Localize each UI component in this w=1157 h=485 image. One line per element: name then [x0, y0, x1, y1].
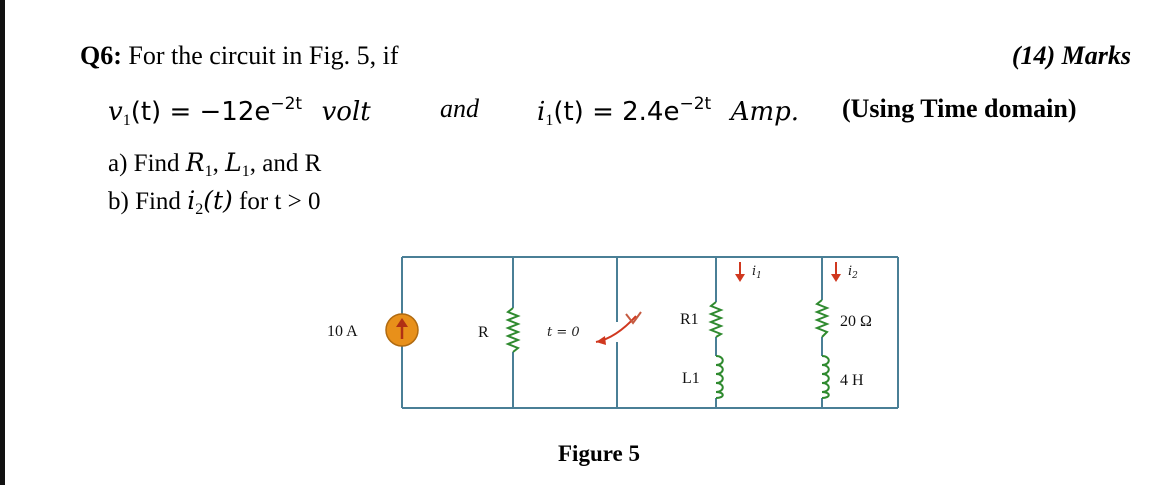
i1-expression: (t) = 2.4e	[553, 97, 680, 127]
given-v1-expression: v1(t) = −12e−2t volt	[108, 96, 371, 129]
question-marks: (14) Marks	[1011, 41, 1131, 70]
part-b-i2-sub: 2	[195, 201, 204, 218]
part-a: a) Find R1, L1, and R	[108, 150, 321, 180]
i1-symbol: i	[537, 97, 546, 127]
v1-expression: (t) = −12e	[130, 97, 271, 127]
i1-label: i1	[752, 264, 762, 281]
v1-subscript: 1	[122, 112, 131, 129]
part-a-l1-sub: 1	[241, 163, 250, 180]
v1-symbol: v	[108, 97, 123, 127]
figure-caption: Figure 5	[558, 441, 640, 466]
part-a-separator: ,	[212, 150, 219, 177]
circuit-wires	[401, 256, 899, 409]
source-label: 10 A	[327, 323, 358, 340]
i1-unit: Amp.	[730, 97, 800, 127]
current-source	[385, 313, 419, 347]
part-a-prefix: a) Find	[108, 150, 180, 177]
given-conjunction: and	[440, 94, 479, 123]
v1-exponent: −2t	[270, 94, 303, 114]
given-i1-expression: i1(t) = 2.4e−2t Amp.	[537, 96, 799, 129]
r-label: R	[478, 324, 489, 341]
i1-exponent: −2t	[679, 94, 712, 114]
page-left-border	[0, 0, 5, 485]
l1-label: L1	[682, 370, 700, 387]
i2-current-arrow	[831, 262, 841, 282]
i1-current-arrow	[735, 262, 745, 282]
given-method-note: (Using Time domain)	[842, 94, 1077, 123]
part-a-l1: L	[225, 148, 242, 177]
l4-label: 4 H	[840, 372, 864, 389]
resistor-20-ohm	[814, 299, 830, 338]
resistor-r1	[708, 301, 724, 338]
part-a-r1-sub: 1	[204, 163, 213, 180]
switch	[595, 311, 642, 345]
v1-unit: volt	[321, 97, 371, 127]
i2-label: i2	[848, 264, 858, 281]
part-b-suffix: for t > 0	[239, 188, 321, 215]
part-b-prefix: b) Find	[108, 188, 181, 215]
r1-label: R1	[680, 311, 699, 328]
part-b-i2-arg: (t)	[203, 186, 233, 215]
part-b: b) Find i2(t) for t > 0	[108, 188, 320, 218]
question-header: Q6: For the circuit in Fig. 5, if	[80, 43, 398, 69]
part-a-suffix: , and R	[249, 150, 322, 177]
resistor-r	[505, 307, 521, 353]
part-b-i2: i	[187, 186, 196, 215]
inductor-l1	[715, 355, 724, 399]
part-a-r1: R	[185, 148, 205, 177]
inductor-4h	[821, 355, 830, 399]
i1-subscript: 1	[545, 112, 554, 129]
switch-label: t = 0	[547, 325, 580, 340]
question-number: Q6:	[80, 41, 122, 70]
question-prompt: For the circuit in Fig. 5, if	[128, 41, 399, 70]
r20-label: 20 Ω	[840, 313, 872, 330]
